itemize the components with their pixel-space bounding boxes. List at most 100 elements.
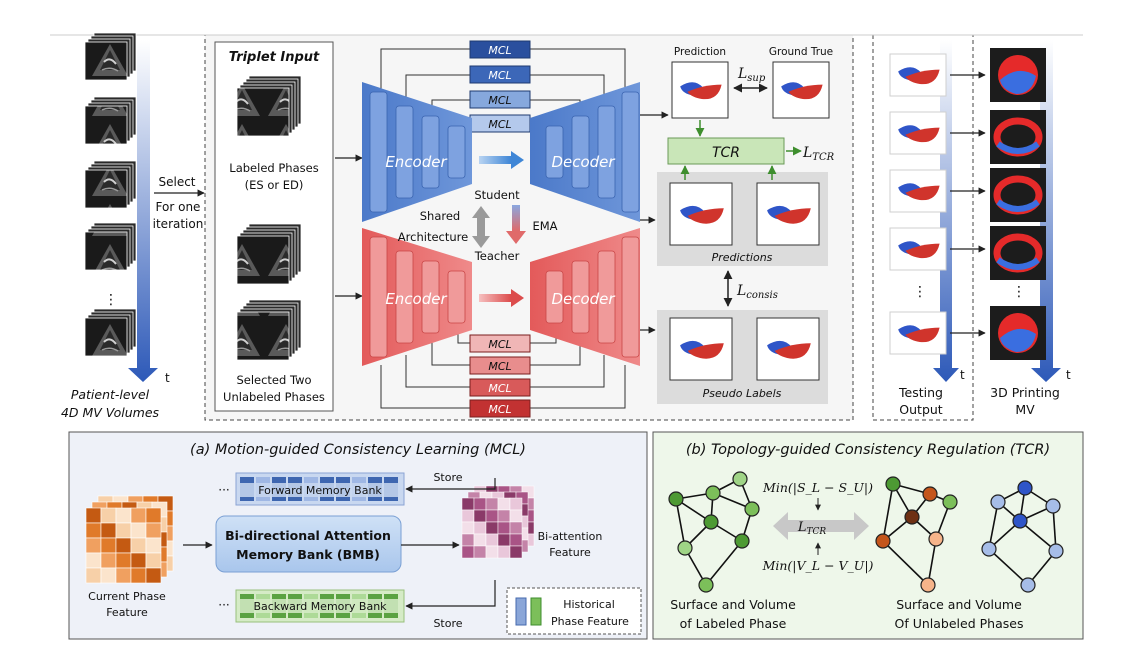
student-encoder	[362, 82, 472, 222]
current-feature-cell	[85, 507, 102, 524]
labeled-phases-line2: (ES or ED)	[245, 178, 304, 192]
biatt-feature-cell	[461, 521, 475, 535]
teacher-dec-block-2	[571, 260, 590, 334]
teacher-flow-arrow	[479, 294, 511, 302]
student-network: Encoder Decoder	[362, 82, 640, 222]
shared-arrow	[472, 206, 490, 248]
mcl-box-teacher-4: MCL	[469, 399, 531, 418]
volume-caption-line2: 4D MV Volumes	[61, 405, 160, 420]
printed-blue	[1000, 70, 1036, 94]
biatt-feature-slice	[461, 497, 523, 559]
labeled-graph-edge	[705, 540, 743, 586]
volume-stack-3	[84, 160, 137, 209]
current-feature-cell	[145, 507, 162, 524]
backward-label-bg	[238, 599, 402, 613]
prediction-valve	[680, 82, 722, 100]
select-sub2: iteration	[153, 217, 204, 231]
mcl-box-teacher-2: MCL	[469, 356, 531, 375]
biatt-feature-cell	[485, 533, 499, 547]
labeled-graph-node	[677, 540, 693, 556]
teacher-enc-block-2	[395, 250, 414, 344]
student-enc-block-2	[395, 105, 414, 199]
mcl-box-teacher-bg	[469, 334, 531, 353]
labeled-graph-node	[705, 485, 721, 501]
unlabeled-phase-stack-2	[236, 299, 302, 361]
select-sub1: For one	[156, 200, 201, 214]
time-arrow-left	[128, 40, 158, 382]
unlabeled-phases-line1: Selected Two	[236, 373, 311, 387]
min-volume-label: Min(|V_L − V_U|)	[762, 558, 874, 573]
student-enc-block-1	[369, 91, 388, 213]
printing-line2: MV	[1015, 402, 1035, 417]
mcl-label-student: MCL	[488, 44, 511, 57]
store-backward-label: Store	[433, 617, 462, 630]
unlabeled-graph-2-node	[1020, 577, 1036, 593]
biatt-feature-cell	[461, 509, 475, 523]
testing-item-3	[889, 169, 986, 213]
unlabeled-graph-2-node	[1012, 513, 1028, 529]
shared-line1: Shared	[420, 209, 461, 223]
testing-ellipsis: ⋮	[913, 284, 927, 300]
store-forward-label: Store	[433, 471, 462, 484]
volume-stack-4	[84, 222, 137, 271]
biatt-feature-cell	[485, 509, 499, 523]
current-feature-cell	[115, 507, 132, 524]
bmb-line1: Bi-directional Attention	[225, 528, 391, 543]
current-feature-cell	[145, 537, 162, 554]
current-feature-cell	[115, 537, 132, 554]
valve-renders	[680, 82, 823, 359]
testing-line2: Output	[899, 402, 943, 417]
labeled-graph-edge	[675, 498, 686, 549]
ema-arrow	[512, 205, 520, 231]
volume-stack-2-slice	[84, 105, 128, 145]
biatt-feature-cell	[473, 509, 487, 523]
current-feature-cell	[100, 507, 117, 524]
mcl-box-teacher-1: MCL	[469, 334, 531, 353]
biatt-feature-cell	[509, 521, 523, 535]
mcl-box-student-bg	[469, 40, 531, 59]
teacher-dec-block-1	[545, 270, 564, 324]
current-feature-line1: Current Phase	[88, 590, 166, 603]
volume-stack-3-slice	[84, 169, 128, 209]
current-feature-cell	[130, 522, 147, 539]
legend-green-swatch	[530, 597, 542, 626]
unlabeled-graph-2-node	[1045, 498, 1061, 514]
teacher-encoder	[362, 228, 472, 366]
triplet-input-box: Triplet Input Labeled Phases (ES or ED) …	[214, 41, 334, 412]
biatt-feature-cell	[497, 497, 511, 511]
bmb-box	[215, 515, 402, 573]
unlabeled-graph-1-edge	[882, 483, 894, 542]
pseudo-labels-label: Pseudo Labels	[703, 387, 782, 400]
mcl-box-student-2: MCL	[469, 65, 531, 84]
pseudo-valve-2	[767, 340, 811, 359]
student-dec-block-2	[571, 115, 590, 189]
biatt-feature-cell	[473, 545, 487, 559]
mcl-box-teacher-bg	[469, 356, 531, 375]
pseudo-valve-2-posterior	[774, 343, 811, 359]
ema-arrowhead	[506, 231, 526, 244]
biatt-line1: Bi-attention	[538, 530, 603, 543]
biatt-feature-cell	[473, 533, 487, 547]
unlabeled-graph-2-edge	[988, 501, 999, 550]
ground-truth-valve-posterior	[788, 84, 823, 100]
printed-model-2	[990, 110, 1046, 164]
labeled-graph-node	[744, 501, 760, 517]
testing-valve-posterior	[905, 69, 940, 85]
current-feature-cell	[145, 552, 162, 569]
teacher-dec-block-4	[621, 236, 640, 358]
unlabeled-graph-1-node	[922, 486, 938, 502]
unlabeled-graph-1-node	[928, 531, 944, 547]
panel-b-tcr: (b) Topology-guided Consistency Regulati…	[652, 431, 1084, 640]
student-dec-block-4	[621, 91, 640, 213]
teacher-enc-block-1	[369, 236, 388, 358]
unlabeled-phases-line2: Unlabeled Phases	[223, 390, 325, 404]
testing-item-2	[889, 111, 986, 155]
student-flow-arrow	[479, 156, 511, 164]
printed-blue-arc	[996, 199, 1040, 212]
unlabeled-graph-1-node	[904, 509, 920, 525]
current-feature-cell	[115, 567, 132, 584]
current-feature-cell	[145, 522, 162, 539]
labeled-phases-line1: Labeled Phases	[229, 161, 318, 175]
mcl-box-student-bg	[469, 90, 531, 109]
printed-blue-arc	[996, 141, 1040, 154]
